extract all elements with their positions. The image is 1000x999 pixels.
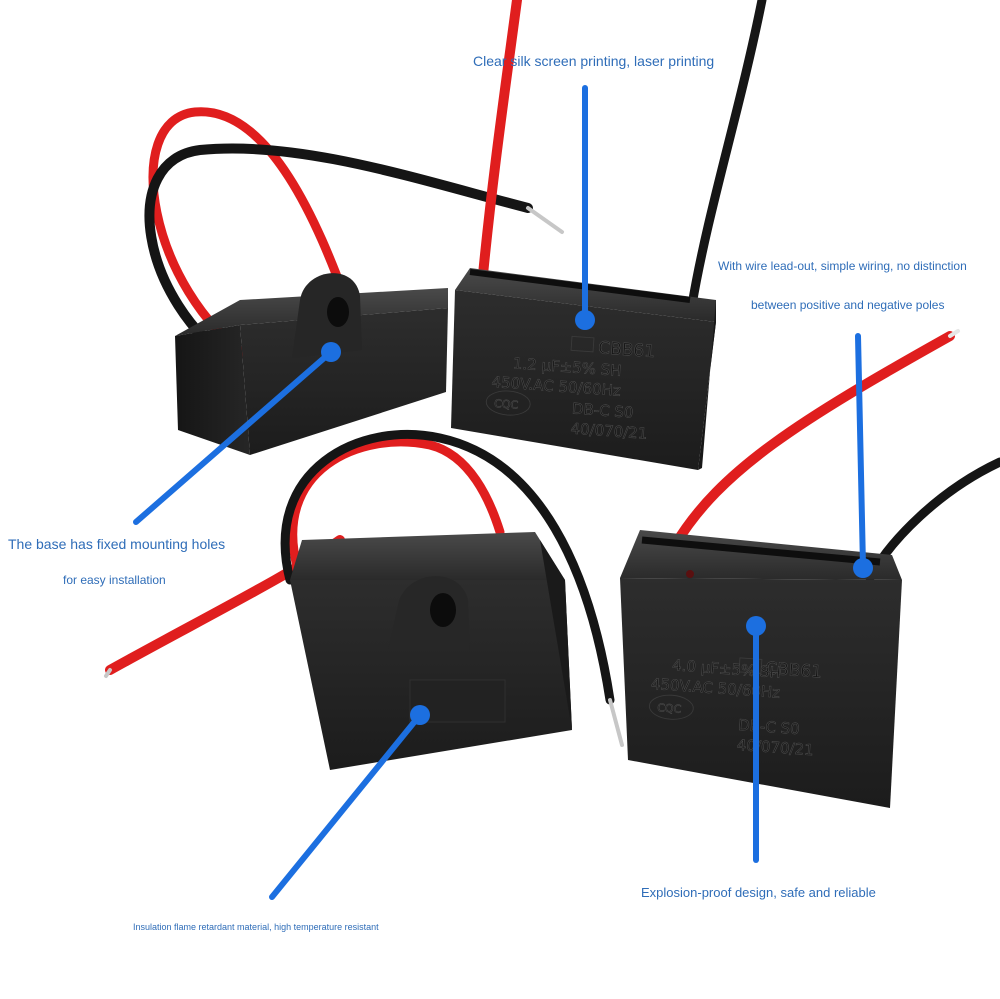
ce-mark-box [738,657,763,674]
potting-seal [641,536,881,566]
date-code-a: 40/070/21 [570,419,648,442]
print-capacitor-a: CBB61 1.2 μF±5% SH 450V.AC 50/60Hz CQC D… [485,335,656,443]
wire-strand [104,668,112,678]
capacitor-top-left [144,107,564,455]
callout-dot-base [321,342,341,362]
red-wire [670,331,955,550]
mounting-tab [388,576,470,650]
mounting-tab [292,273,362,358]
wire-strand [608,698,624,747]
callout-line-insulation [269,712,423,900]
label-insulation: Insulation flame retardant material, hig… [133,922,379,932]
callout-dot-wire [853,558,873,578]
wire-strand [526,206,564,234]
black-wire [280,430,615,705]
mounting-hole [430,593,456,627]
callout-dot-insulation [410,705,430,725]
capacitor-bottom-middle [104,430,624,770]
cert-text-b: CQC [657,701,682,716]
label-base-holes-line2: for easy installation [63,573,166,587]
label-base-holes-line1: The base has fixed mounting holes [8,536,226,552]
potting-seal [469,269,691,303]
black-wire [687,0,767,310]
callout-line-base [133,349,334,525]
wire-strand [948,329,960,338]
model-text-a: CBB61 [598,338,656,362]
ce-mark-box [570,335,595,353]
label-wire-lead-line2: between positive and negative poles [751,298,945,312]
callouts [133,85,873,900]
capacitor-bottom-right [620,329,1000,808]
cqc-mark-b [648,694,694,720]
callout-line-wire [855,333,866,569]
callout-dot-print [575,310,595,330]
label-explosion-proof: Explosion-proof design, safe and reliabl… [641,885,876,900]
red-wire [477,0,522,290]
mounting-hole [327,297,349,327]
black-wire [144,143,533,370]
label-wire-lead-line1: With wire lead-out, simple wiring, no di… [718,259,967,273]
cqc-mark-a [485,390,531,416]
model-text-b: CBB61 [765,659,823,683]
label-silk-print: Clear silk screen printing, laser printi… [473,53,715,69]
callout-dot-explosion [746,616,766,636]
red-wire [148,107,351,363]
class-text-a: DB-C S0 [571,400,634,422]
cert-text-a: CQC [494,397,519,412]
